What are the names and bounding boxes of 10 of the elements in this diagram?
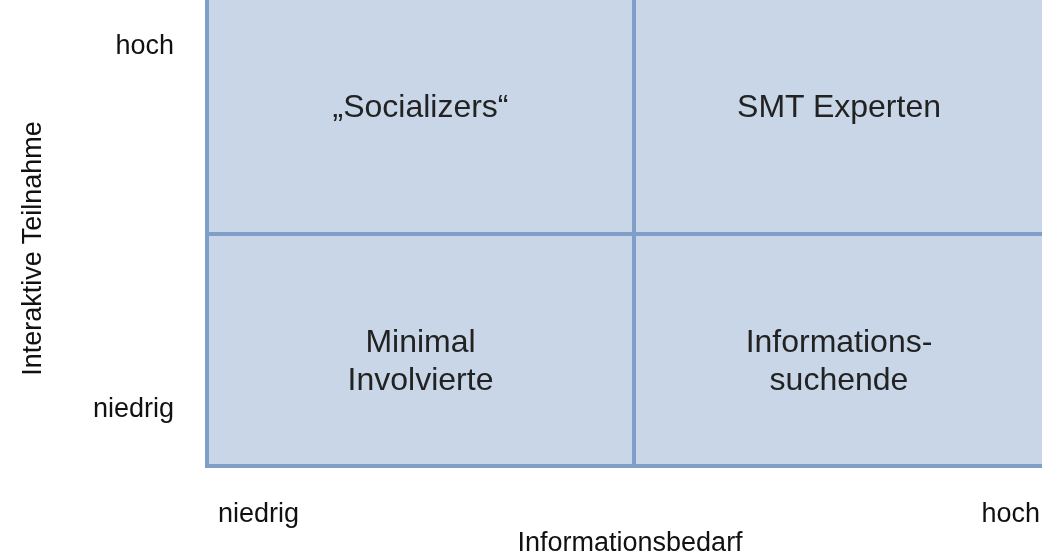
axis-tick-label: niedrig	[92, 393, 174, 424]
quadrant-label: SMT Experten	[737, 86, 941, 126]
axis-tick-label: niedrig	[218, 498, 300, 529]
axis-title: Informationsbedarf	[517, 526, 743, 557]
quadrant-label: Minimal Involvierte	[346, 321, 495, 399]
axis-tick-label: hoch	[981, 498, 1040, 529]
axis-tick-label: hoch	[115, 30, 174, 61]
quadrant-label: „Socializers“	[332, 86, 509, 126]
axis-title: Interaktive Teilnahme	[16, 120, 48, 376]
quadrant-label: Informations- suchende	[744, 321, 934, 399]
